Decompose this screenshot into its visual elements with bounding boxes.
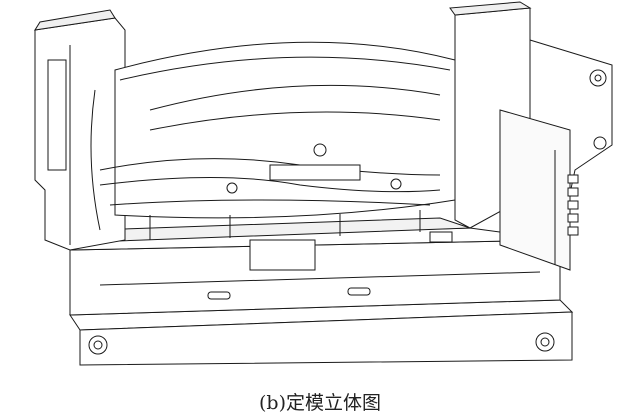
bolt-hole (594, 137, 606, 149)
cavity-insert (91, 42, 455, 270)
bottom-clamp-plate (70, 300, 572, 365)
left-side-block (35, 10, 125, 250)
figure-caption: (b)定模立体图 (259, 392, 381, 414)
mold-isometric-drawing (0, 0, 640, 385)
right-side-block (450, 2, 612, 270)
connector-row (568, 175, 578, 235)
